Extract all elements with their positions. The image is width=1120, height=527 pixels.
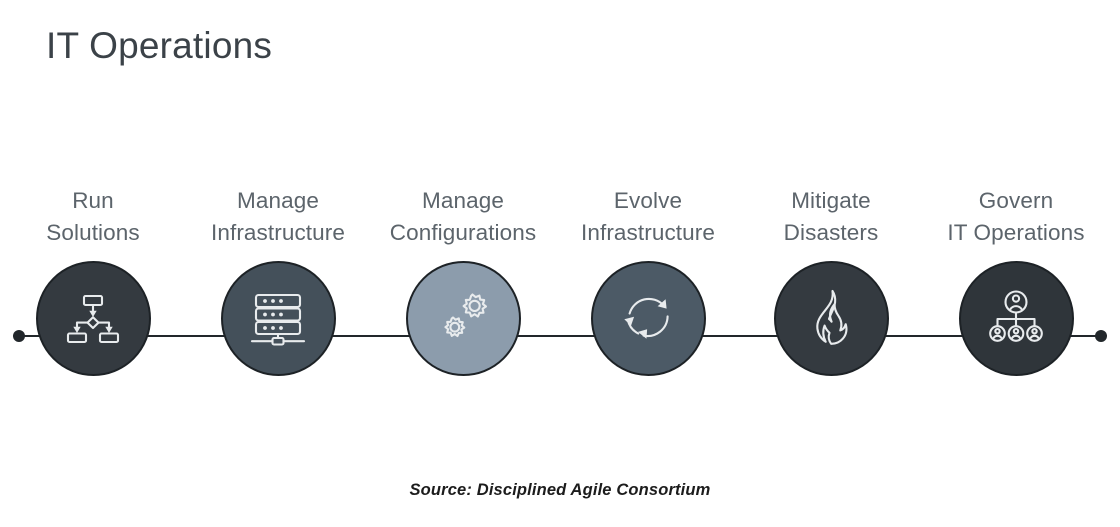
step-label-line2: Infrastructure	[211, 219, 345, 245]
connector-line	[18, 335, 1102, 337]
step-label-line1: Govern	[978, 188, 1054, 213]
flowchart-icon	[61, 286, 125, 350]
step-label-govern-it-operations: Govern IT Operations	[923, 185, 1109, 249]
step-label-line1: Evolve	[613, 188, 683, 213]
server-rack-icon	[246, 286, 310, 350]
step-circle-govern-it-operations[interactable]	[958, 260, 1074, 376]
connector-endpoint-right-dot	[1095, 330, 1107, 342]
step-label-line2: Solutions	[46, 219, 140, 245]
step-circle-mitigate-disasters[interactable]	[773, 260, 889, 376]
step-label-line1: Manage	[237, 188, 319, 213]
step-label-line1: Manage	[422, 188, 504, 213]
step-circle-run-solutions[interactable]	[35, 260, 151, 376]
step-label-line1: Run	[72, 188, 114, 213]
process-step-govern-it-operations[interactable]: Govern IT Operations	[923, 185, 1109, 376]
step-circle-evolve-infrastructure[interactable]	[590, 260, 706, 376]
step-label-line2: IT Operations	[947, 219, 1085, 245]
step-label-line2: Infrastructure	[581, 219, 715, 245]
step-circle-manage-configurations[interactable]	[405, 260, 521, 376]
page-title: IT Operations	[46, 25, 273, 66]
flame-icon	[799, 286, 863, 350]
step-label-line2: Configurations	[389, 219, 537, 245]
step-label-line2: Disasters	[783, 219, 879, 245]
source-caption: Source: Disciplined Agile Consortium	[409, 481, 711, 499]
step-circle-manage-infrastructure[interactable]	[220, 260, 336, 376]
step-label-line1: Mitigate	[791, 188, 871, 213]
org-chart-icon	[984, 286, 1048, 350]
connector-endpoint-left-dot	[13, 330, 25, 342]
refresh-cycle-icon	[624, 286, 680, 340]
gears-icon	[431, 286, 495, 350]
